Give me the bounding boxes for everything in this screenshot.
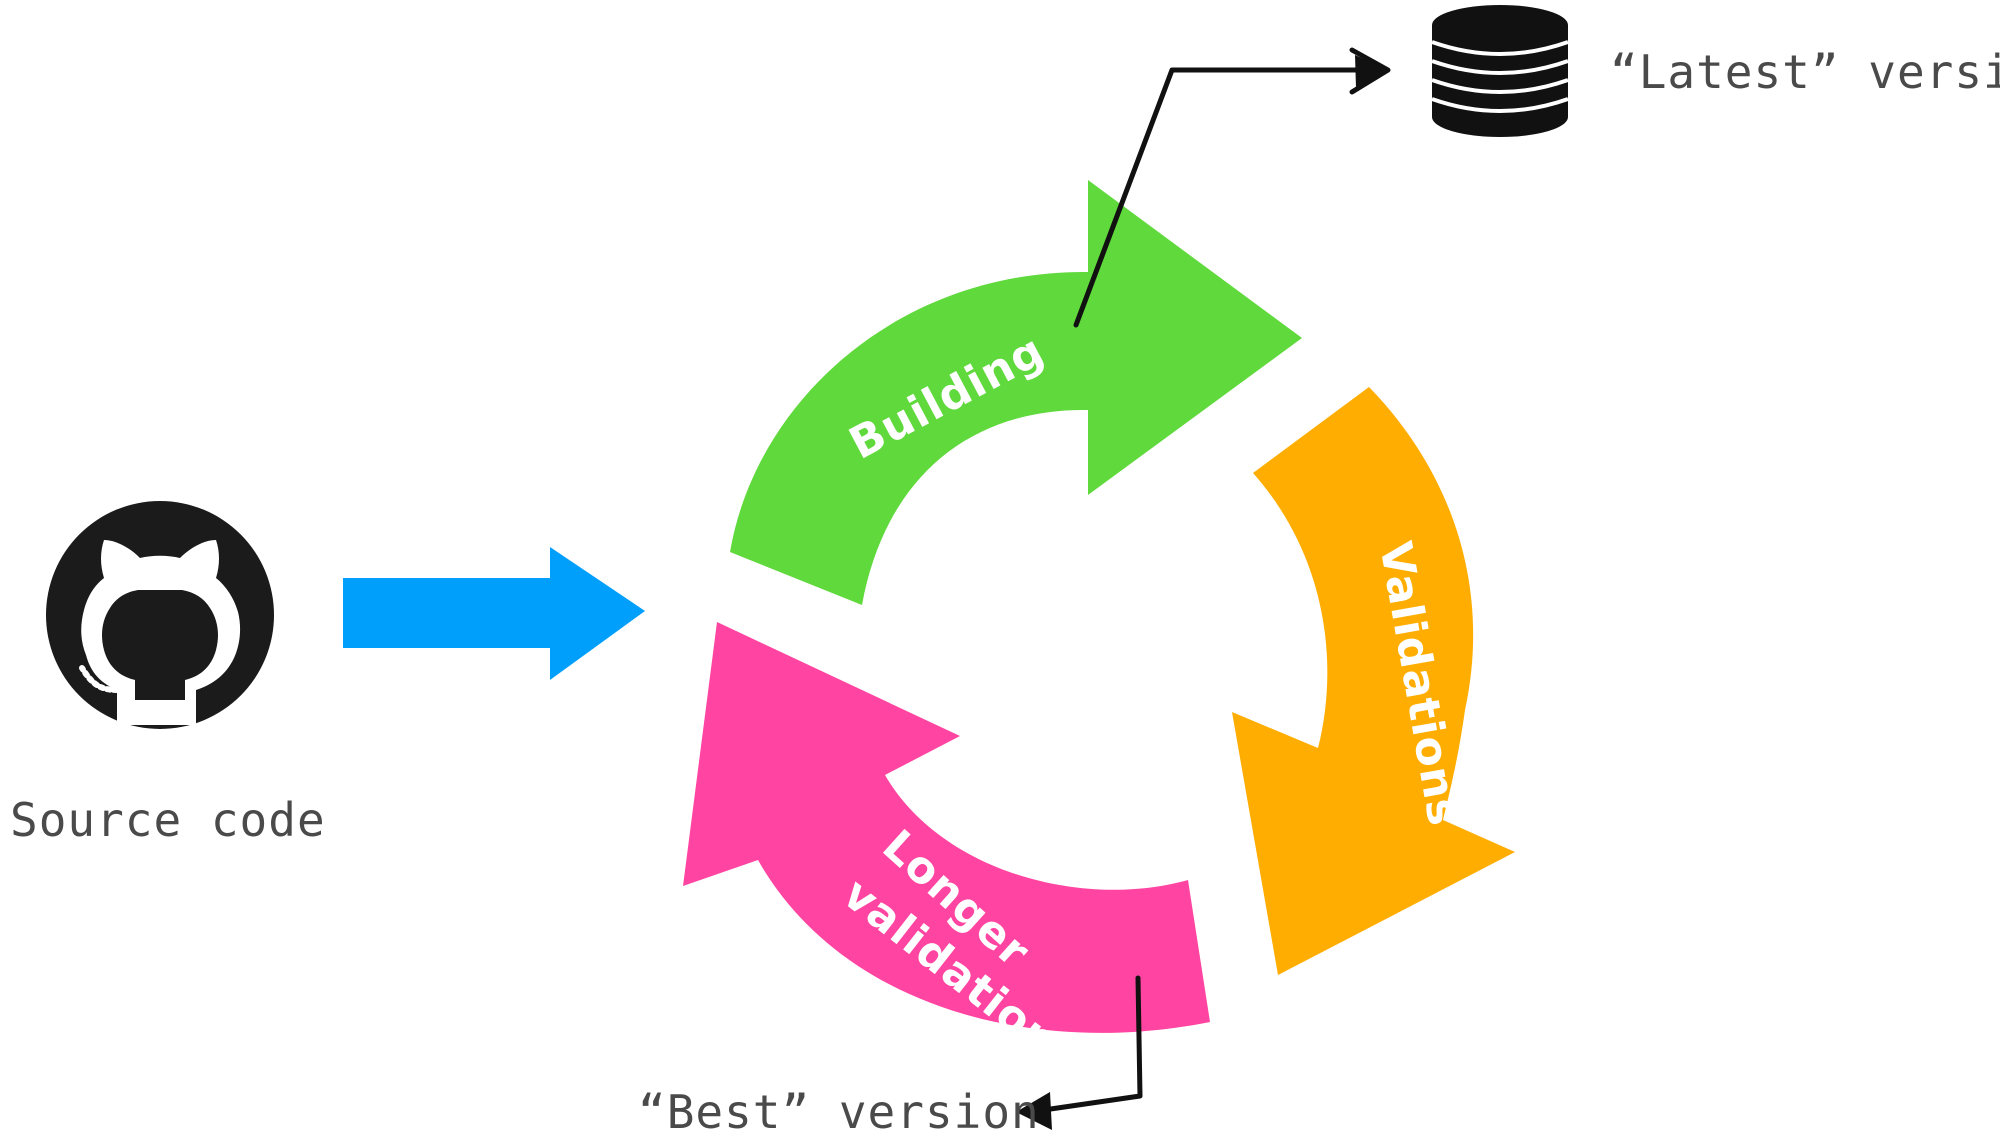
input-arrow (343, 547, 645, 680)
database-icon (1431, 5, 1569, 137)
best-output-pointer (1016, 975, 1143, 1130)
validations-arrow[interactable] (1232, 387, 1515, 975)
building-arrow[interactable] (730, 180, 1302, 605)
longer-validations-arrow[interactable] (683, 622, 1210, 1033)
latest-output-pointer (1073, 47, 1391, 328)
source-code-label: Source code (10, 793, 326, 847)
latest-version-label: “Latest” version (1610, 45, 2000, 99)
github-octocat-icon (46, 501, 274, 729)
source-code-node: Source code (10, 501, 326, 847)
best-version-label: “Best” version (638, 1085, 1040, 1139)
